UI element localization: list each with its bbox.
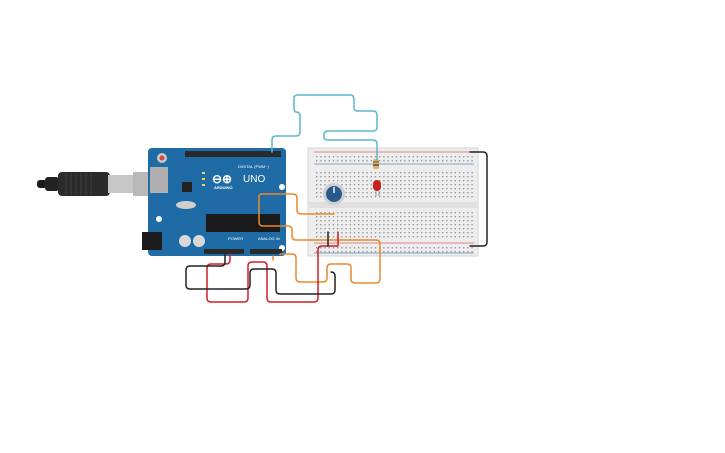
board-model: UNO bbox=[243, 174, 265, 185]
power-label: POWER bbox=[228, 236, 243, 241]
power-jack bbox=[142, 232, 162, 250]
led-l bbox=[202, 172, 205, 174]
wire-orange-2[interactable] bbox=[258, 199, 381, 284]
wire-black-3[interactable] bbox=[469, 151, 488, 247]
pot-knob-icon[interactable] bbox=[326, 186, 342, 202]
usb-cable[interactable] bbox=[37, 172, 157, 196]
potentiometer[interactable] bbox=[323, 183, 345, 205]
led-rx bbox=[202, 184, 205, 186]
resistor[interactable] bbox=[373, 159, 379, 169]
capacitor-1 bbox=[179, 235, 191, 247]
mounting-hole bbox=[279, 184, 285, 190]
crystal bbox=[176, 201, 196, 209]
wire-red[interactable] bbox=[206, 231, 339, 303]
analog-header[interactable] bbox=[250, 249, 282, 254]
usb-chip bbox=[182, 182, 192, 192]
usb-port bbox=[150, 167, 168, 193]
usb-grip-icon bbox=[65, 174, 92, 194]
arduino-uno-board[interactable]: DIGITAL (PWM~) POWER ANALOG IN ⊖⊕ UNO AR… bbox=[142, 148, 286, 256]
wire-teal[interactable] bbox=[271, 94, 378, 161]
mounting-hole bbox=[156, 216, 162, 222]
wire-black-1[interactable] bbox=[185, 253, 336, 295]
digital-label: DIGITAL (PWM~) bbox=[238, 164, 270, 169]
breadboard-holes bbox=[316, 156, 473, 253]
digital-header[interactable] bbox=[185, 151, 281, 157]
red-led[interactable] bbox=[373, 180, 381, 196]
analog-label: ANALOG IN bbox=[258, 236, 280, 241]
led-tx bbox=[202, 178, 205, 180]
capacitor-2 bbox=[193, 235, 205, 247]
breadboard-center-channel bbox=[308, 202, 478, 208]
power-header[interactable] bbox=[204, 249, 244, 254]
wire-orange-1[interactable] bbox=[258, 193, 335, 261]
breadboard[interactable] bbox=[307, 147, 479, 257]
atmega-chip bbox=[206, 214, 280, 232]
arduino-logo-icon: ⊖⊕ bbox=[212, 172, 232, 186]
board-brand: ARDUINO bbox=[214, 185, 233, 190]
